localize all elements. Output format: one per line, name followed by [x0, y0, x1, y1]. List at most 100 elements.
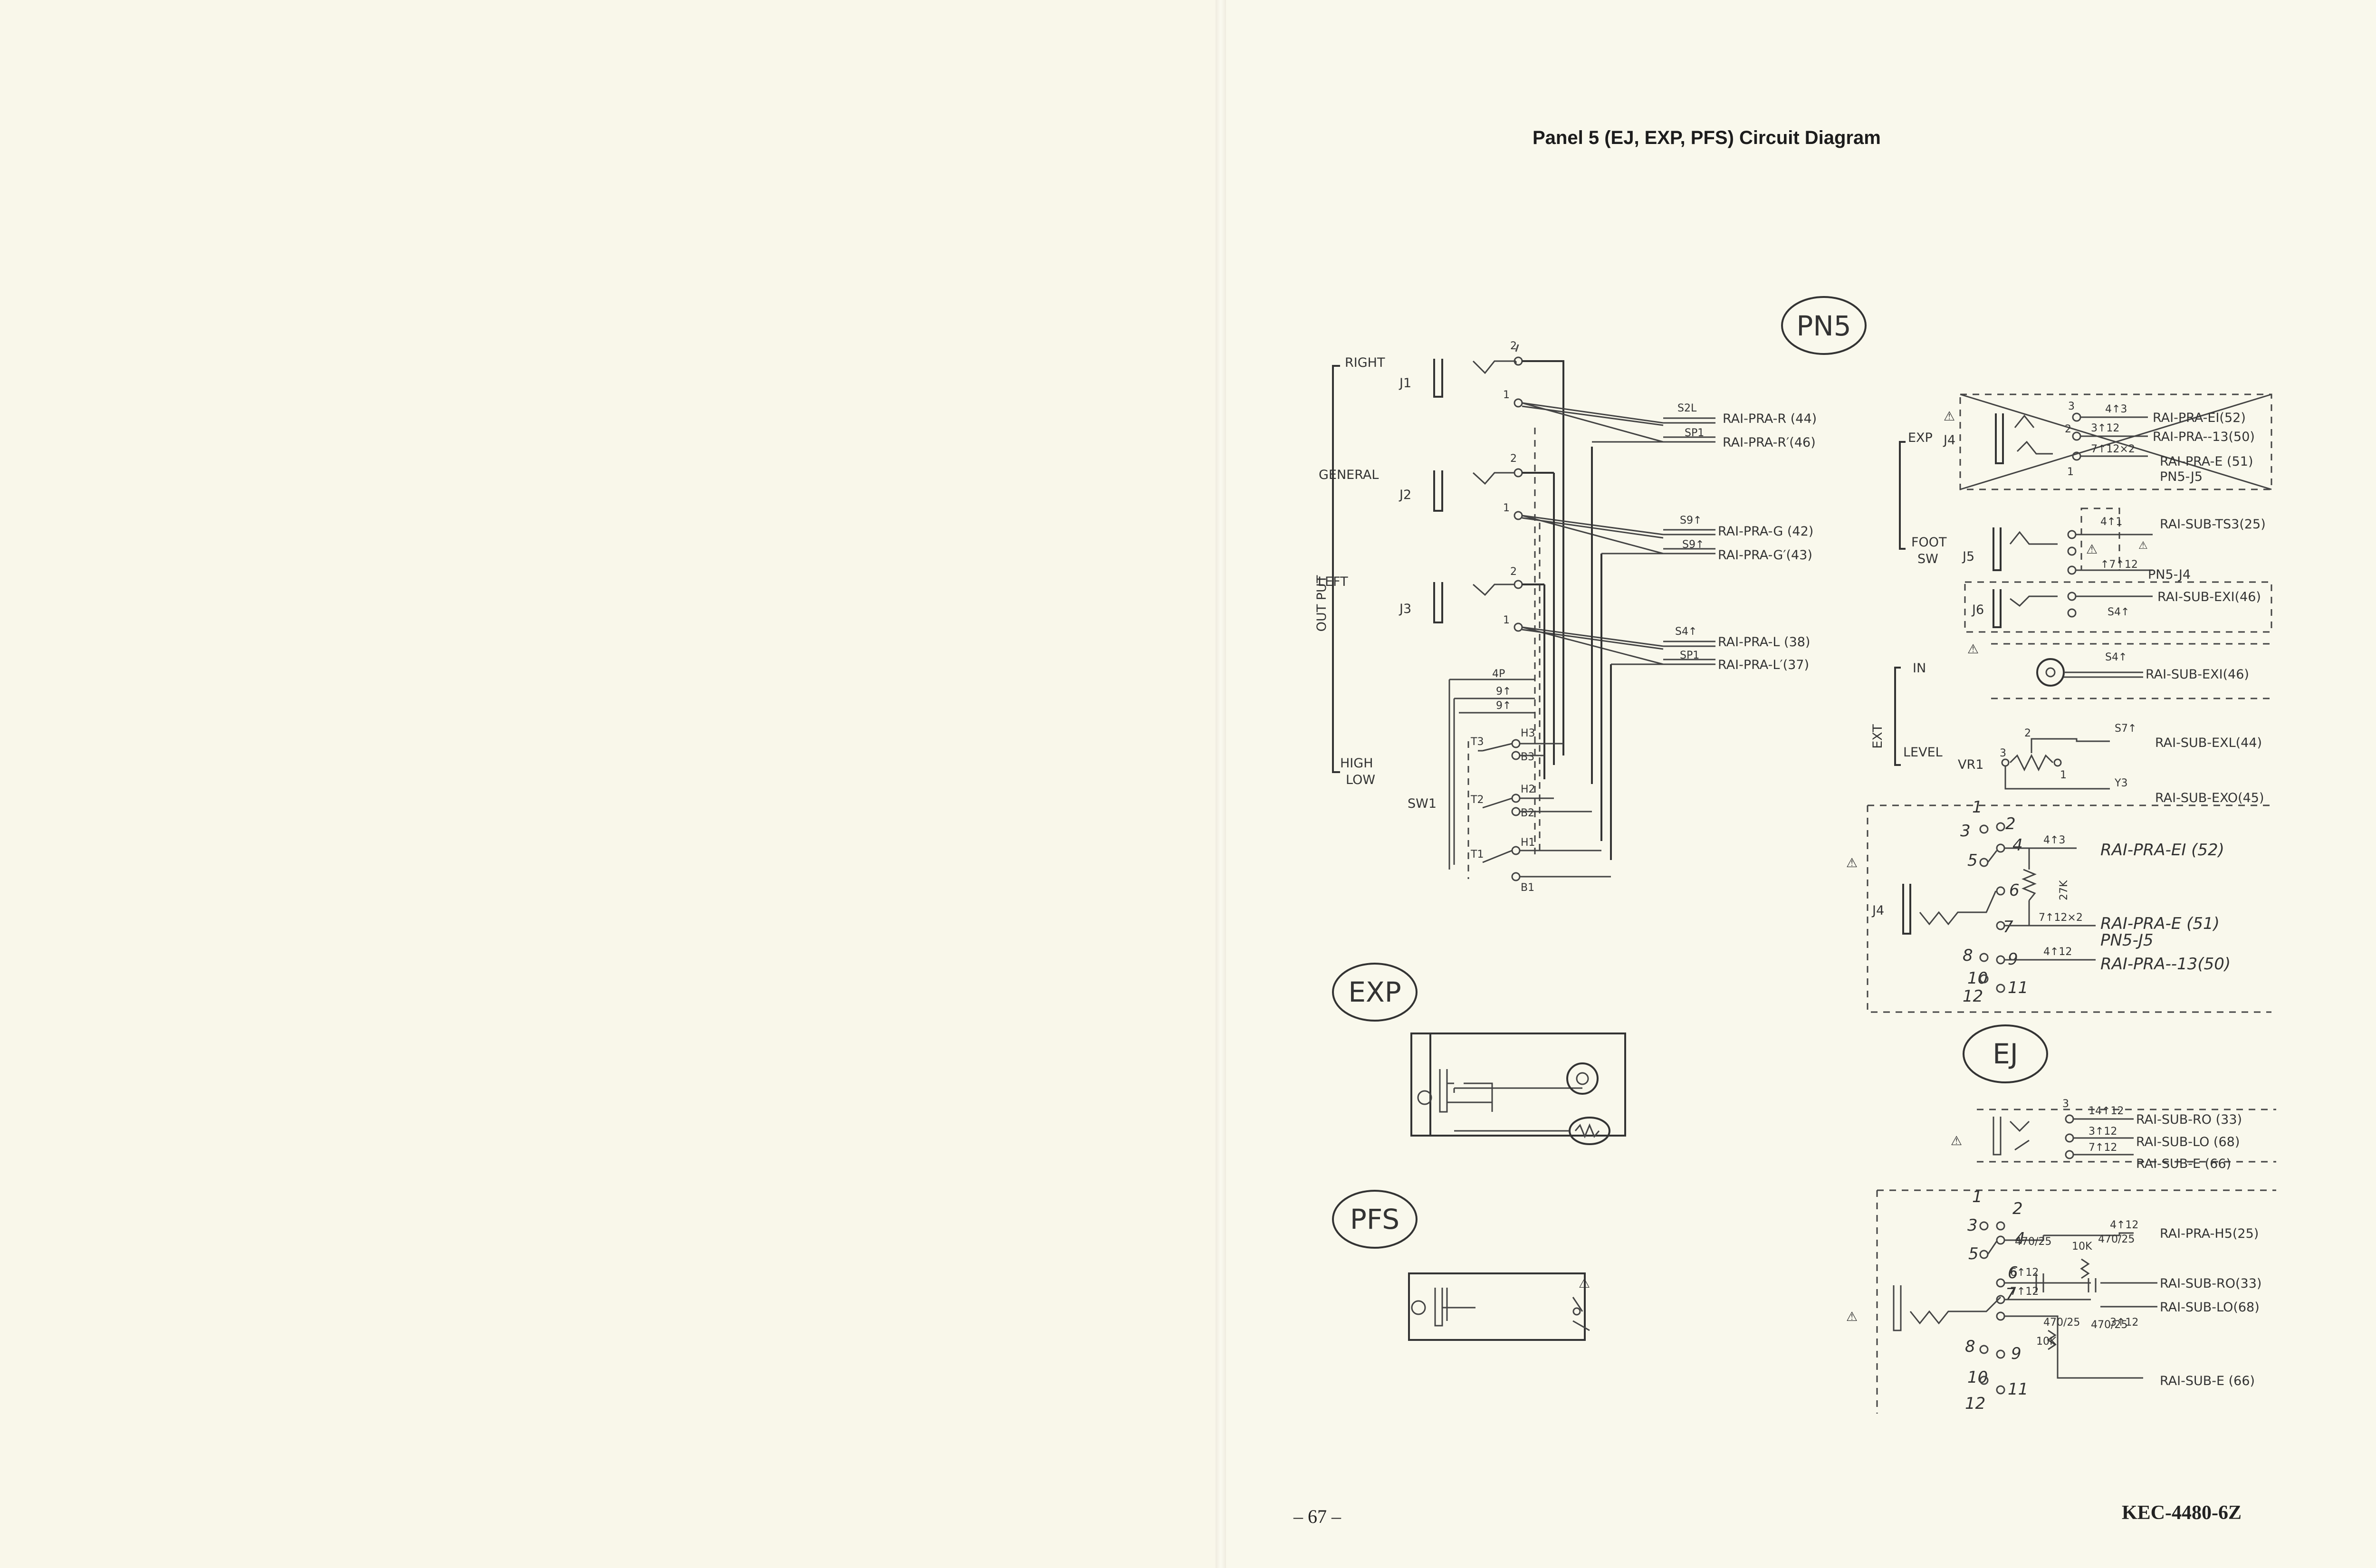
- svg-text:3: 3: [2068, 401, 2075, 412]
- svg-text:5: 5: [1967, 851, 1978, 870]
- svg-text:10K: 10K: [2072, 1241, 2092, 1252]
- svg-text:SP1: SP1: [1685, 427, 1704, 439]
- svg-text:T2: T2: [1470, 794, 1484, 806]
- j3-label: J3: [1399, 602, 1411, 616]
- svg-text:T1: T1: [1470, 849, 1484, 860]
- ej-module-label: EJ: [1963, 1024, 2048, 1083]
- dest-pra-r-prime: RAI-PRA-R′(46): [1723, 435, 1816, 450]
- svg-text:1: 1: [1972, 1187, 1983, 1206]
- svg-text:2: 2: [1510, 566, 1517, 578]
- svg-text:3↑12: 3↑12: [2091, 422, 2119, 434]
- pfs-label-text: PFS: [1350, 1203, 1399, 1235]
- svg-text:2: 2: [1510, 453, 1517, 465]
- svg-text:4: 4: [2012, 836, 2023, 855]
- svg-text:H3: H3: [1521, 727, 1535, 739]
- svg-text:8: 8: [1963, 946, 1973, 965]
- svg-text:4↑3: 4↑3: [2043, 834, 2065, 846]
- svg-text:2: 2: [1510, 340, 1517, 352]
- label-sw: SW: [1917, 552, 1938, 566]
- svg-text:S4↑: S4↑: [1675, 626, 1697, 638]
- svg-text:VR1: VR1: [1958, 757, 1983, 772]
- label-left: LEFT: [1318, 574, 1348, 589]
- svg-text:6: 6: [2008, 1263, 2018, 1282]
- j1-jack: [1433, 359, 1443, 398]
- svg-text:7↑12×2: 7↑12×2: [2039, 912, 2083, 924]
- svg-text:⚠: ⚠: [1944, 409, 1955, 424]
- dest-j4-pra-13: RAI-PRA--13(50): [2100, 955, 2231, 974]
- output-section: OUT PUT RIGHT GENERAL LEFT HIGH LOW J1 2…: [1314, 340, 1817, 894]
- svg-text:12: 12: [1965, 1394, 1985, 1413]
- dest-pra-13-50: RAI-PRA--13(50): [2153, 430, 2255, 444]
- j1-label: J1: [1399, 376, 1411, 391]
- pfs-module-label: PFS: [1332, 1190, 1418, 1249]
- svg-text:S9↑: S9↑: [1682, 539, 1704, 551]
- svg-text:11: 11: [2008, 978, 2028, 997]
- label-right: RIGHT: [1345, 355, 1385, 370]
- exp-module-label: EXP: [1332, 963, 1418, 1022]
- svg-text:2: 2: [2024, 727, 2031, 739]
- label-foot: FOOT: [1911, 535, 1947, 550]
- svg-text:1: 1: [1972, 798, 1983, 817]
- svg-text:3: 3: [1960, 822, 1971, 841]
- pn5-module-label: PN5: [1781, 296, 1867, 355]
- svg-text:470/25: 470/25: [2098, 1233, 2135, 1245]
- exp-module-drawing: [1410, 1033, 1626, 1145]
- dest-sub-exo-45: RAI-SUB-EXO(45): [2155, 791, 2264, 805]
- exp-label-text: EXP: [1348, 976, 1401, 1008]
- svg-text:S4↑: S4↑: [2105, 651, 2127, 663]
- exp-foot-section: EXP FOOT SW J4 J5 J6 3 2 1 4↑3 3↑12 7↑12…: [1899, 393, 2272, 699]
- dest-pra-g-prime: RAI-PRA-G′(43): [1718, 548, 1812, 563]
- dest-pra-r: RAI-PRA-R (44): [1723, 411, 1817, 426]
- svg-text:⚠: ⚠: [2086, 542, 2098, 557]
- dest-sub-exl-44: RAI-SUB-EXL(44): [2155, 736, 2262, 750]
- ej-label-text: EJ: [1993, 1038, 2018, 1070]
- dest-j4-pra-ei: RAI-PRA-EI (52): [2100, 841, 2224, 860]
- right-page: [1226, 0, 2376, 1568]
- dest-pra-h5-25: RAI-PRA-H5(25): [2160, 1226, 2259, 1241]
- svg-text:1: 1: [1503, 502, 1510, 514]
- svg-text:11: 11: [2008, 1380, 2028, 1399]
- svg-text:J4: J4: [1871, 903, 1884, 918]
- svg-text:J6: J6: [1971, 602, 1984, 617]
- svg-text:1: 1: [2060, 769, 2067, 781]
- svg-text:⚠: ⚠: [1579, 1276, 1590, 1291]
- dest-pra-e-51: RAI-PRA-E (51): [2160, 454, 2253, 469]
- dest-sub-exi-46-a: RAI-SUB-EXI(46): [2157, 590, 2261, 604]
- dest-sub-ro-33-a: RAI-SUB-RO (33): [2136, 1112, 2242, 1127]
- svg-text:⚠: ⚠: [1846, 1310, 1858, 1324]
- label-general: GENERAL: [1319, 468, 1379, 482]
- dest-pn5-j5: PN5-J5: [2160, 469, 2203, 484]
- svg-text:EXP: EXP: [1908, 430, 1933, 445]
- svg-text:9: 9: [2011, 1344, 2022, 1363]
- j3-jack: [1433, 582, 1443, 623]
- svg-text:S9↑: S9↑: [1680, 515, 1702, 526]
- page-title: Panel 5 (EJ, EXP, PFS) Circuit Diagram: [1533, 127, 1881, 148]
- pn5-label-text: PN5: [1796, 310, 1851, 342]
- svg-text:1: 1: [1503, 614, 1510, 626]
- svg-text:12: 12: [1963, 987, 1983, 1006]
- svg-text:14↑12: 14↑12: [2089, 1105, 2124, 1117]
- svg-text:⚠: ⚠: [1951, 1134, 1962, 1148]
- svg-text:5: 5: [1968, 1244, 1979, 1263]
- ej-detail-section: ⚠ 1 2 3 4 5 6 7 8 9 10 11 12 470/25 470/…: [1846, 1187, 2276, 1414]
- ext-section: EXT IN LEVEL VR1 2 3 1 S7↑ Y3 RAI-SUB-EX…: [1870, 661, 2264, 805]
- sw1-label: SW1: [1408, 796, 1437, 811]
- dest-pra-ei-52: RAI-PRA-EI(52): [2153, 411, 2246, 425]
- dest-sub-lo-68-a: RAI-SUB-LO (68): [2136, 1135, 2240, 1149]
- svg-text:⚠: ⚠: [2138, 540, 2148, 552]
- svg-text:470/25: 470/25: [2043, 1317, 2080, 1329]
- j2-label: J2: [1399, 488, 1411, 502]
- svg-text:2: 2: [2065, 423, 2071, 435]
- svg-text:⚠: ⚠: [1967, 642, 1979, 657]
- svg-text:4↑12: 4↑12: [2110, 1219, 2138, 1231]
- svg-text:H1: H1: [1521, 837, 1535, 849]
- dest-pra-l-prime: RAI-PRA-L′(37): [1718, 658, 1809, 672]
- page-number: – 67 –: [1293, 1506, 1341, 1527]
- svg-text:SP1: SP1: [1680, 650, 1699, 661]
- svg-text:⚠: ⚠: [1846, 856, 1858, 870]
- svg-text:3↑12: 3↑12: [2089, 1126, 2117, 1138]
- svg-text:7: 7: [2003, 918, 2013, 937]
- dest-sub-e-66-a: RAI-SUB-E (66): [2136, 1157, 2231, 1171]
- dest-j4-pra-e: RAI-PRA-E (51): [2100, 914, 2220, 933]
